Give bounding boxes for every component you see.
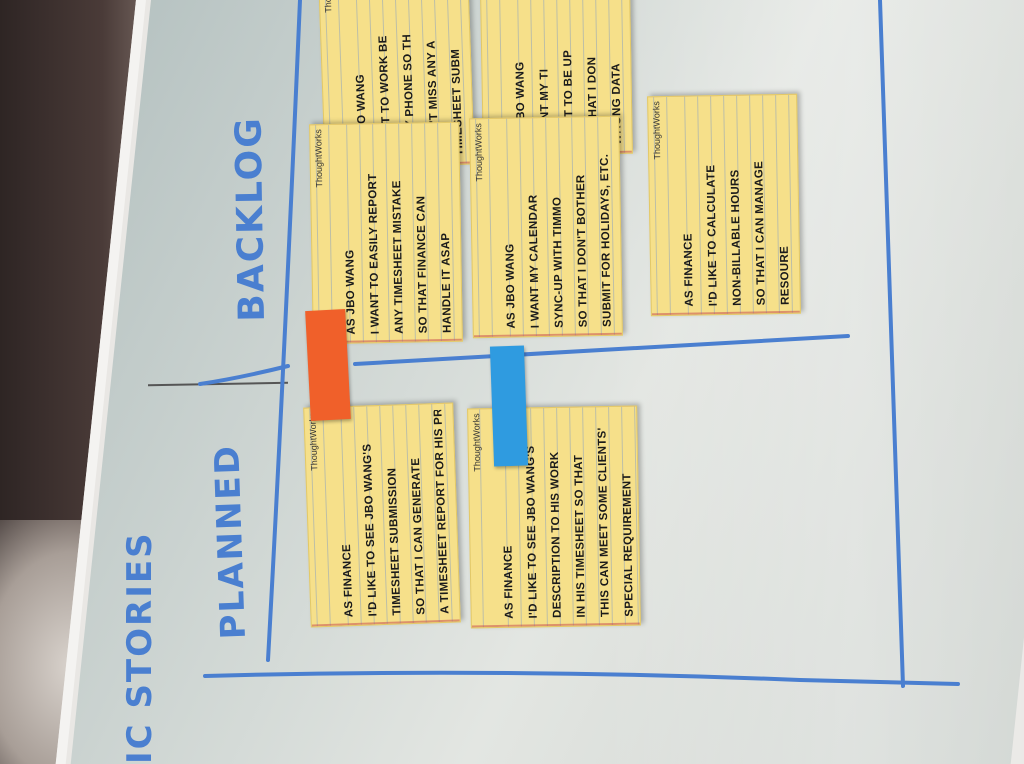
card-line: DESCRIPTION TO HIS WORK — [548, 451, 564, 619]
card-line: IN HIS TIMESHEET SO THAT — [572, 454, 588, 618]
card-line: SO THAT I DON'T BOTHER — [575, 174, 590, 328]
row-divider-line — [198, 334, 850, 386]
card-line: SYNC-UP WITH TIMMO — [551, 196, 566, 328]
card-line: ANY TIMESHEET MISTAKE — [391, 180, 406, 334]
story-card: ThoughtWorks AS FINANCE I'D LIKE TO SEE … — [303, 402, 461, 628]
card-line: AS FINANCE — [682, 233, 696, 307]
card-line: SO THAT FINANCE CAN — [415, 195, 430, 334]
card-line: SPECIAL REQUIREMENT — [621, 473, 636, 617]
card-brand: ThoughtWorks — [471, 413, 483, 472]
bottom-line — [203, 670, 960, 686]
card-line: AS JBO WANG — [504, 243, 518, 329]
stories-label: IC STORIES — [120, 531, 160, 764]
card-brand: ThoughtWorks — [313, 129, 325, 188]
card-line: SUBMIT FOR HOLIDAYS, ETC. — [598, 153, 614, 328]
card-line: SO THAT I CAN MANAGE — [753, 160, 768, 306]
orange-marker-tape — [305, 309, 351, 421]
card-line: I'D LIKE TO CALCULATE — [705, 164, 720, 307]
card-brand: ThoughtWorks — [473, 123, 485, 182]
story-card: ThoughtWorks AS JBO WANG I WANT MY CALEN… — [469, 115, 623, 339]
card-brand: ThoughtWorks — [651, 101, 663, 160]
right-border-line — [878, 0, 905, 688]
card-line: RESOURE — [778, 245, 792, 306]
card-line: NON-BILLABLE HOURS — [729, 169, 744, 306]
story-card: ThoughtWorks AS FINANCE I'D LIKE TO CALC… — [647, 93, 801, 317]
blue-marker-tape — [489, 345, 529, 467]
card-line: AS JBO WANG — [344, 249, 358, 335]
backlog-label: BACKLOG — [228, 115, 273, 323]
left-column-line — [266, 0, 302, 662]
card-line: HANDLE IT ASAP — [440, 232, 454, 334]
card-line: I WANT MY CALENDAR — [527, 194, 542, 329]
planned-label: PLANNED — [207, 443, 254, 640]
card-line: THIS CAN MEET SOME CLIENTS' — [596, 427, 612, 618]
card-line: I WANT TO EASILY REPORT — [366, 173, 382, 335]
card-brand: ThoughtWorks — [321, 0, 333, 13]
card-brand: ThoughtWorks — [307, 412, 320, 471]
